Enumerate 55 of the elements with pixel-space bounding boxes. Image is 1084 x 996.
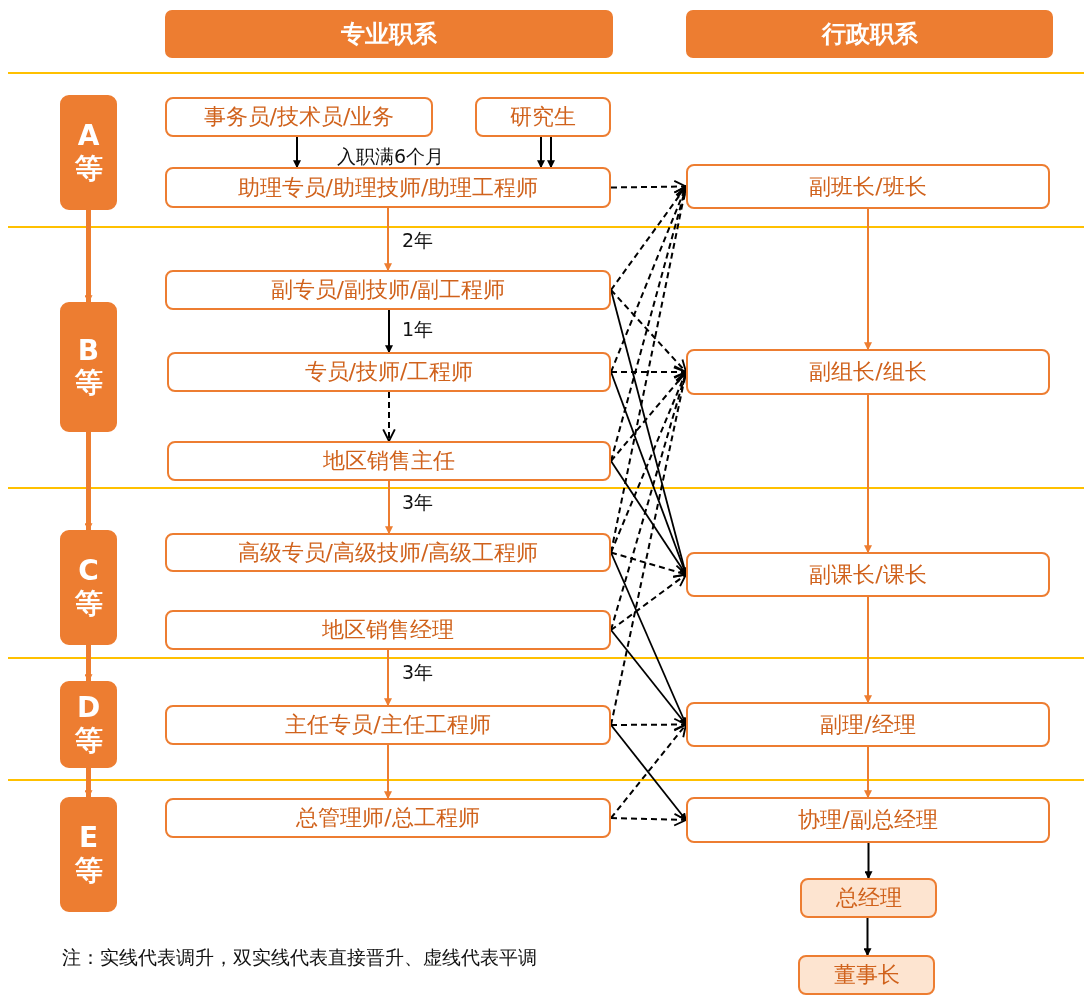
grade-box: E等 (60, 797, 117, 912)
arrow (864, 394, 872, 554)
edge-label: 3年 (400, 492, 436, 513)
edge-label: 3年 (400, 662, 436, 683)
edge-label: 2年 (400, 230, 436, 251)
arrow (84, 210, 93, 304)
position-box: 专员/技师/工程师 (167, 352, 611, 392)
position-box: 事务员/技术员/业务 (165, 97, 433, 137)
position-box: 副班长/班长 (686, 164, 1050, 209)
arrow (610, 717, 687, 732)
position-box: 副课长/课长 (686, 552, 1050, 597)
arrow (610, 573, 687, 631)
arrow (384, 207, 392, 272)
position-box: 副理/经理 (686, 702, 1050, 747)
arrow (84, 432, 93, 532)
header-bar: 专业职系 (165, 10, 613, 58)
arrow (610, 365, 687, 379)
arrow (84, 768, 93, 799)
arrow (382, 391, 396, 442)
position-box: 总经理 (800, 878, 937, 918)
arrow (610, 812, 687, 827)
arrow (864, 596, 872, 704)
arrow (384, 744, 392, 800)
arrow (84, 645, 93, 683)
arrow (385, 480, 393, 535)
arrow (864, 842, 873, 880)
position-box: 研究生 (475, 97, 611, 137)
position-box: 副组长/组长 (686, 349, 1050, 395)
arrow (864, 746, 872, 799)
arrow (385, 309, 393, 354)
header-bar: 行政职系 (686, 10, 1053, 58)
position-box: 主任专员/主任工程师 (165, 705, 611, 745)
arrow (384, 649, 392, 707)
arrow (863, 917, 872, 957)
position-box: 助理专员/助理技师/助理工程师 (165, 167, 611, 208)
grade-box: B等 (60, 302, 117, 432)
arrow (610, 185, 687, 291)
arrow (610, 629, 687, 726)
position-box: 地区销售主任 (167, 441, 611, 481)
position-box: 地区销售经理 (165, 610, 611, 650)
note-text: 注：实线代表调升，双实线代表直接晋升、虚线代表平调 (62, 945, 537, 970)
position-box: 副专员/副技师/副工程师 (165, 270, 611, 310)
arrow (864, 208, 872, 351)
arrow (293, 136, 301, 169)
position-box: 协理/副总经理 (686, 797, 1050, 843)
arrow (547, 136, 555, 169)
position-box: 董事长 (798, 955, 935, 995)
arrow (610, 371, 687, 462)
position-box: 总管理师/总工程师 (165, 798, 611, 838)
grade-box: D等 (60, 681, 117, 768)
grade-box: A等 (60, 95, 117, 210)
position-box: 高级专员/高级技师/高级工程师 (165, 533, 611, 572)
arrow (610, 289, 687, 373)
grade-box: C等 (60, 530, 117, 645)
arrow (537, 136, 545, 169)
